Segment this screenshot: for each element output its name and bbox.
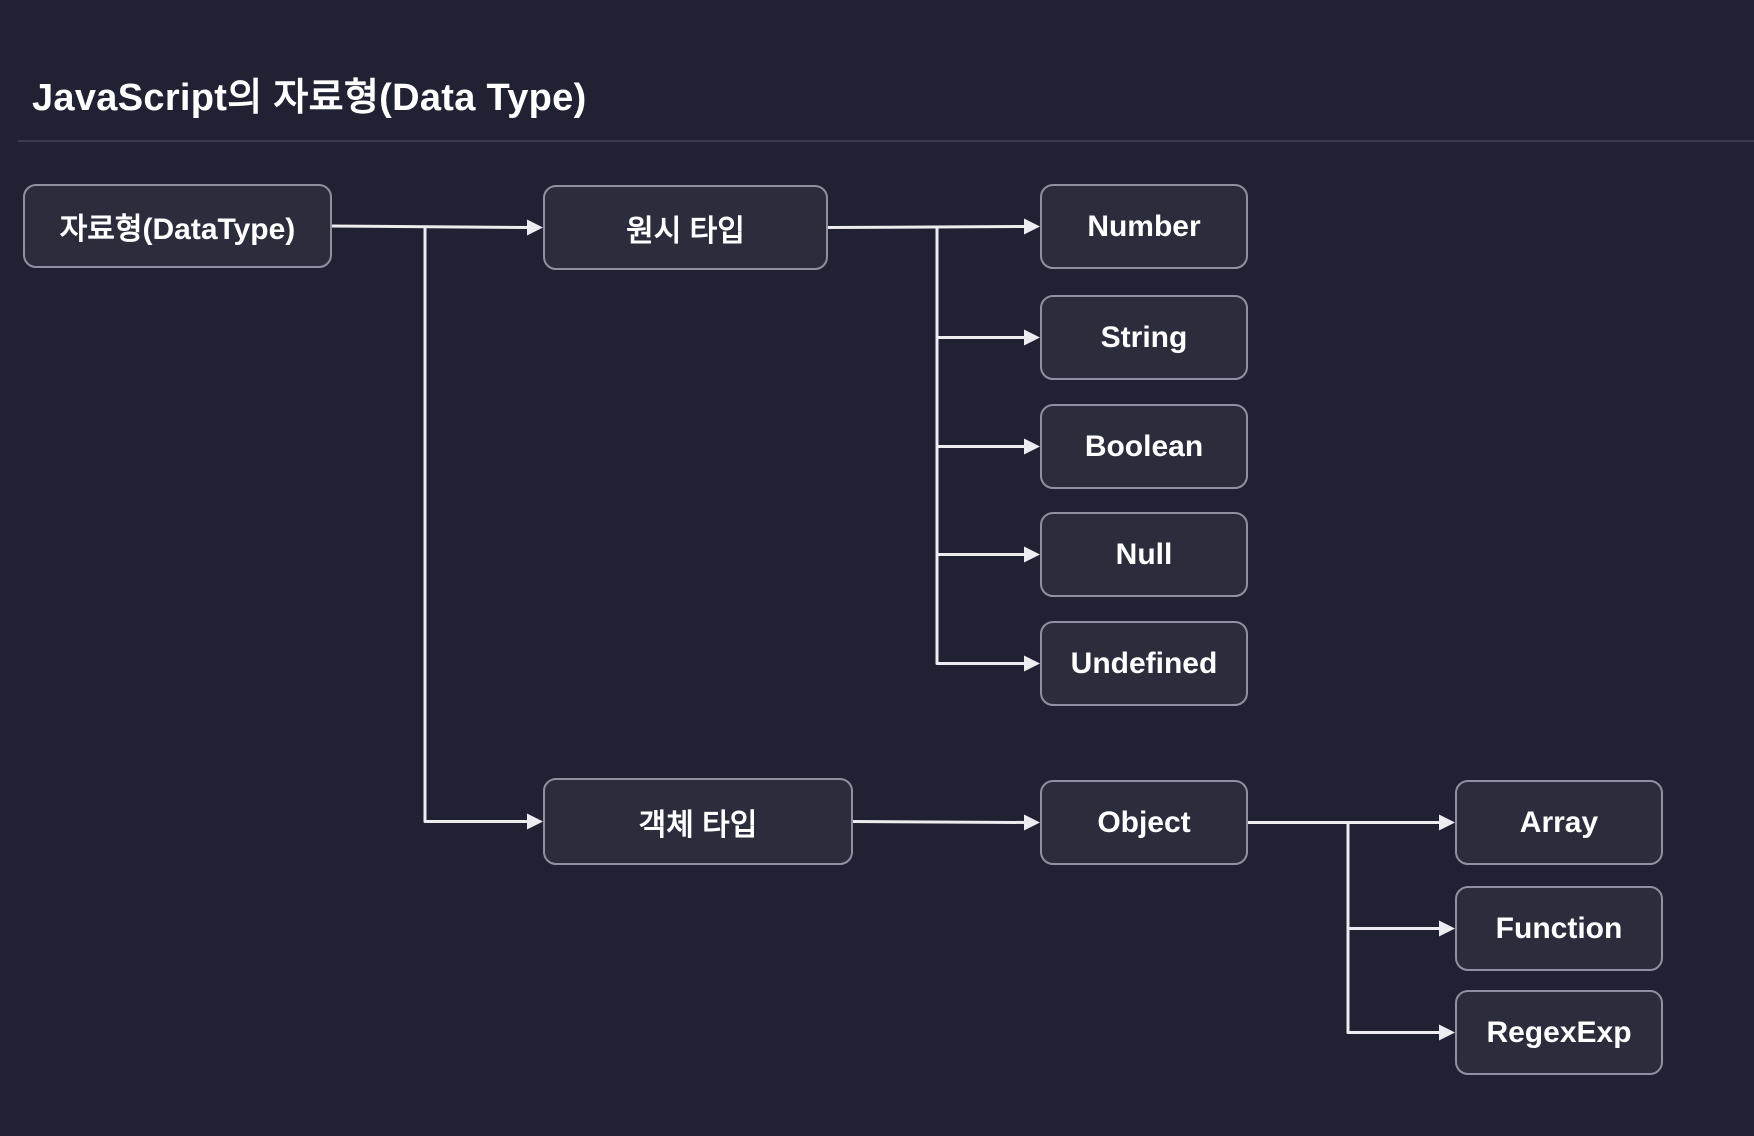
node-label: Undefined bbox=[1070, 646, 1218, 680]
node-boolean: Boolean bbox=[1040, 404, 1248, 489]
node-primitive-type: 원시 타입 bbox=[543, 185, 828, 270]
node-number: Number bbox=[1040, 184, 1248, 269]
node-undefined: Undefined bbox=[1040, 621, 1248, 706]
node-regexexp: RegexExp bbox=[1455, 990, 1663, 1075]
node-string: String bbox=[1040, 295, 1248, 380]
node-function: Function bbox=[1455, 886, 1663, 971]
node-object: Object bbox=[1040, 780, 1248, 865]
node-label: RegexExp bbox=[1486, 1015, 1632, 1049]
node-null: Null bbox=[1040, 512, 1248, 597]
node-label: Array bbox=[1519, 805, 1599, 839]
node-label: 객체 타입 bbox=[638, 808, 758, 842]
node-label: Boolean bbox=[1084, 429, 1204, 463]
node-label: Object bbox=[1097, 805, 1191, 839]
page-title: JavaScript의 자료형(Data Type) bbox=[32, 77, 587, 119]
node-object-type: 객체 타입 bbox=[543, 778, 853, 865]
node-datatype-root: 자료형(DataType) bbox=[23, 184, 332, 268]
node-label: 원시 타입 bbox=[626, 214, 745, 248]
node-label: Number bbox=[1087, 209, 1201, 243]
node-array: Array bbox=[1455, 780, 1663, 865]
node-label: Null bbox=[1115, 537, 1173, 571]
node-label: String bbox=[1100, 320, 1188, 354]
title-divider bbox=[18, 140, 1754, 142]
node-label: 자료형(DataType) bbox=[59, 213, 296, 246]
node-label: Function bbox=[1495, 911, 1623, 945]
